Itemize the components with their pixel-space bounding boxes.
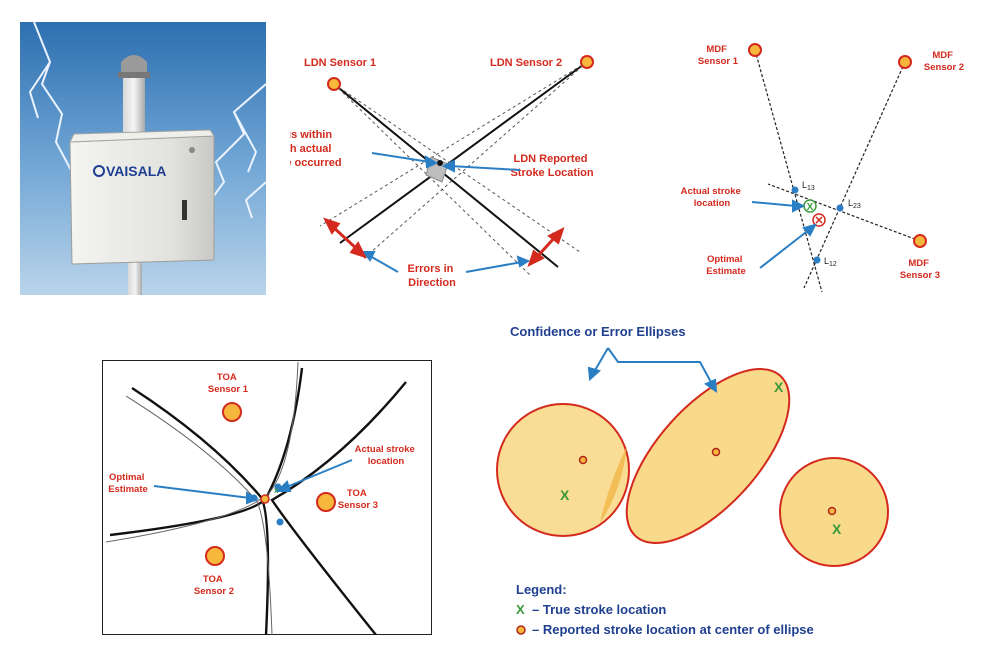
ldn-pointer-arrows [362,152,531,273]
ldn-diagram: LDN Sensor 1 LDN Sensor 2 Locus within w… [258,55,594,289]
ldn-reported-label: LDN Reported Stroke Location [510,153,593,179]
mdf-optimal-marker [812,213,826,227]
toa-actual-label: Actual stroke location [355,444,418,467]
toa-optimal-marker [260,494,270,504]
pole-lower [128,258,142,295]
mdf-optimal-label: Optimal Estimate [706,254,746,277]
mdf-optimal-x-icon [815,216,823,224]
legend-reported-icon [516,625,526,635]
ldn-sensor-2-icon [580,55,594,69]
enclosure-box [69,135,215,265]
reported-point-right [827,506,837,516]
legend-reported-location: – Reported stroke location at center of … [532,622,814,637]
true-location-middle: X [774,379,784,395]
sensor-photo: VAISALA [20,21,267,295]
mdf-l13-label: L13 [802,180,815,192]
mdf-sensor-2-icon [898,55,912,69]
enclosure-latch [182,200,187,220]
ldn-sensor-2-label: LDN Sensor 2 [490,57,562,69]
vaisala-logo-icon [93,165,105,177]
mdf-bearing-lines [754,49,921,293]
sensor-photo-panel: VAISALA [20,21,267,295]
toa-sensor-2-icon [205,546,225,566]
toa-pointer-arrows [153,459,353,505]
mdf-sensor-3-icon [913,234,927,248]
ldn-errors-label: Errors in Direction [408,263,457,289]
lightning-icon [28,21,267,219]
legend-title: Legend: [516,582,567,597]
ellipse-diagram: Confidence or Error Ellipses X X X Legen… [496,324,889,637]
reported-point-middle [711,447,721,457]
ldn-reported-point [437,160,443,166]
mdf-sensor-1-icon [748,43,762,57]
ldn-sensor-1-icon [327,77,341,91]
toa-sensor-2-label: TOA Sensor 2 [194,574,234,597]
legend-true-location: – True stroke location [532,602,666,617]
mdf-intersection-l23 [836,204,844,212]
toa-intersection-3 [276,518,284,526]
toa-sensor-1-icon [222,402,242,422]
toa-sensor-3-icon [316,492,336,512]
ellipses-title: Confidence or Error Ellipses [510,324,686,339]
mdf-pointer-arrows [751,199,817,269]
toa-actual-x: x [274,486,279,495]
true-location-right: X [832,521,842,537]
mdf-intersection-l12 [813,256,821,264]
antenna-dome [121,55,147,74]
toa-diagram: TOA Sensor 1 TOA Sensor 2 TOA Sensor 3 x… [102,360,432,636]
mdf-actual-x: X [807,202,814,213]
true-location-left: X [560,487,570,503]
toa-sensor-1-label: TOA Sensor 1 [208,372,249,395]
mdf-panel: MDF Sensor 1 MDF Sensor 2 MDF Sensor 3 L… [672,36,972,298]
error-ellipse-elongated [625,368,791,544]
toa-panel: TOA Sensor 1 TOA Sensor 2 TOA Sensor 3 x… [102,360,432,636]
ldn-sensor-1-label: LDN Sensor 1 [304,57,376,69]
reported-point-left [578,455,588,465]
ellipse-pointer-arrows [587,347,718,394]
error-ellipse-left [496,403,630,537]
mdf-sensor-2-label: MDF Sensor 2 [924,50,964,73]
mdf-sensor-1-label: MDF Sensor 1 [698,44,739,67]
mdf-actual-label: Actual stroke location [681,186,744,209]
ldn-bearing-line-2 [339,61,588,244]
ellipse-panel: Confidence or Error Ellipses X X X Legen… [490,318,910,648]
toa-optimal-label: Optimal Estimate [108,472,148,495]
toa-sensor-3-label: TOA Sensor 3 [338,488,378,511]
vaisala-logo-text: VAISALA [106,163,166,179]
mdf-sensor-3-label: MDF Sensor 3 [900,258,940,281]
ldn-error-arrows [323,217,565,267]
ldn-locus-label: Locus within which actual stroke occurre… [290,129,342,169]
ldn-error-bounds [319,61,588,276]
mdf-intersection-l13 [791,186,799,194]
ldn-bearing-line-1 [333,83,559,268]
mdf-l12-label: L12 [824,256,837,268]
ldn-panel: LDN Sensor 1 LDN Sensor 2 Locus within w… [258,40,630,300]
legend-x-symbol: X [516,602,525,617]
mdf-l23-label: L23 [848,198,861,210]
mdf-diagram: MDF Sensor 1 MDF Sensor 2 MDF Sensor 3 L… [681,43,964,293]
